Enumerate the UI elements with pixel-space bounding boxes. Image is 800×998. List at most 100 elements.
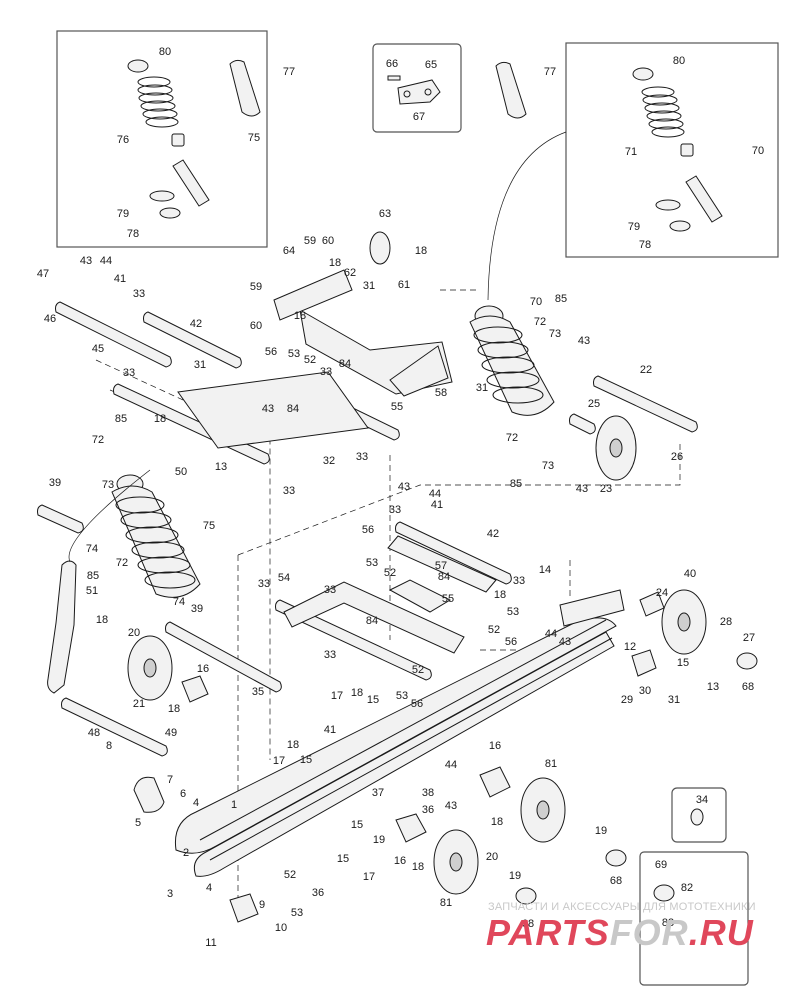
callout-43: 43 <box>398 481 410 493</box>
callout-54: 54 <box>278 572 290 584</box>
callout-60: 60 <box>250 320 262 332</box>
callout-16: 16 <box>489 740 501 752</box>
callout-43: 43 <box>80 255 92 267</box>
callout-84: 84 <box>287 403 299 415</box>
callout-52: 52 <box>304 354 316 366</box>
callout-74: 74 <box>86 543 98 555</box>
wheel-21 <box>127 635 173 701</box>
callout-73: 73 <box>542 460 554 472</box>
callout-12: 12 <box>624 641 636 653</box>
callout-55: 55 <box>442 593 454 605</box>
callout-53: 53 <box>396 690 408 702</box>
callout-35: 35 <box>252 686 264 698</box>
callout-80: 80 <box>673 55 685 67</box>
callout-71: 71 <box>625 146 637 158</box>
callout-36: 36 <box>312 887 324 899</box>
shock-absorber-70-detail <box>495 61 723 232</box>
callout-44: 44 <box>445 759 457 771</box>
callout-62: 62 <box>344 267 356 279</box>
callout-17: 17 <box>273 755 285 767</box>
callout-1: 1 <box>231 799 237 811</box>
callout-85: 85 <box>555 293 567 305</box>
callout-36: 36 <box>422 804 434 816</box>
callout-42: 42 <box>190 318 202 330</box>
wheel-81-rear <box>520 777 566 843</box>
callout-53: 53 <box>507 606 519 618</box>
callout-58: 58 <box>435 387 447 399</box>
callout-43: 43 <box>559 636 571 648</box>
callout-66: 66 <box>386 58 398 70</box>
callout-45: 45 <box>92 343 104 355</box>
callout-18: 18 <box>168 703 180 715</box>
callout-44: 44 <box>100 255 112 267</box>
callout-51: 51 <box>86 585 98 597</box>
callout-78: 78 <box>127 228 139 240</box>
callout-59: 59 <box>250 281 262 293</box>
callout-31: 31 <box>363 280 375 292</box>
callout-20: 20 <box>486 851 498 863</box>
callout-16: 16 <box>197 663 209 675</box>
inset-box-part-34 <box>671 787 727 843</box>
callout-33: 33 <box>123 367 135 379</box>
main-assembly <box>37 131 758 923</box>
callout-52: 52 <box>284 869 296 881</box>
callout-48: 48 <box>88 727 100 739</box>
callout-84: 84 <box>438 571 450 583</box>
callout-4: 4 <box>206 882 212 894</box>
callout-19: 19 <box>373 834 385 846</box>
callout-76: 76 <box>117 134 129 146</box>
wheel-81-front <box>433 829 479 895</box>
callout-2: 2 <box>183 847 189 859</box>
callout-39: 39 <box>49 477 61 489</box>
callout-53: 53 <box>291 907 303 919</box>
watermark-brand-for: FOR <box>609 912 689 953</box>
callout-85: 85 <box>510 478 522 490</box>
shock-absorber-75-detail <box>127 59 261 219</box>
bracket-65-detail <box>387 75 441 105</box>
callout-18: 18 <box>491 816 503 828</box>
callout-4: 4 <box>193 797 199 809</box>
callout-32: 32 <box>323 455 335 467</box>
callout-21: 21 <box>133 698 145 710</box>
inset-box-bracket-65 <box>372 43 462 133</box>
callout-18: 18 <box>329 257 341 269</box>
callout-33: 33 <box>356 451 368 463</box>
callout-19: 19 <box>509 870 521 882</box>
inset-box-shock-70 <box>565 42 779 258</box>
callout-53: 53 <box>288 348 300 360</box>
callout-65: 65 <box>425 59 437 71</box>
callout-84: 84 <box>366 615 378 627</box>
callout-33: 33 <box>258 578 270 590</box>
callout-44: 44 <box>545 628 557 640</box>
callout-61: 61 <box>398 279 410 291</box>
shock-absorber-70 <box>469 305 555 416</box>
callout-81: 81 <box>545 758 557 770</box>
callout-18: 18 <box>294 310 306 322</box>
callout-16: 16 <box>394 855 406 867</box>
callout-11: 11 <box>205 937 216 949</box>
inset-box-part-69 <box>639 851 749 986</box>
callout-72: 72 <box>92 434 104 446</box>
callout-31: 31 <box>476 382 488 394</box>
callout-24: 24 <box>656 587 668 599</box>
callout-68: 68 <box>522 918 534 930</box>
callout-68: 68 <box>610 875 622 887</box>
callout-83: 83 <box>662 917 674 929</box>
callout-68: 68 <box>742 681 754 693</box>
callout-43: 43 <box>576 483 588 495</box>
callout-33: 33 <box>389 504 401 516</box>
callout-26: 26 <box>671 451 683 463</box>
callout-17: 17 <box>331 690 343 702</box>
callout-27: 27 <box>743 632 755 644</box>
callout-79: 79 <box>628 221 640 233</box>
callout-41: 41 <box>431 499 443 511</box>
callout-72: 72 <box>506 432 518 444</box>
callout-7: 7 <box>167 774 173 786</box>
callout-10: 10 <box>275 922 287 934</box>
callout-14: 14 <box>539 564 551 576</box>
inset-box-shock-75 <box>56 30 268 248</box>
callout-56: 56 <box>505 636 517 648</box>
callout-72: 72 <box>116 557 128 569</box>
watermark-caption: ЗАПЧАСТИ И АКСЕССУАРЫ ДЛЯ МОТОТЕХНИКИ <box>488 901 756 913</box>
